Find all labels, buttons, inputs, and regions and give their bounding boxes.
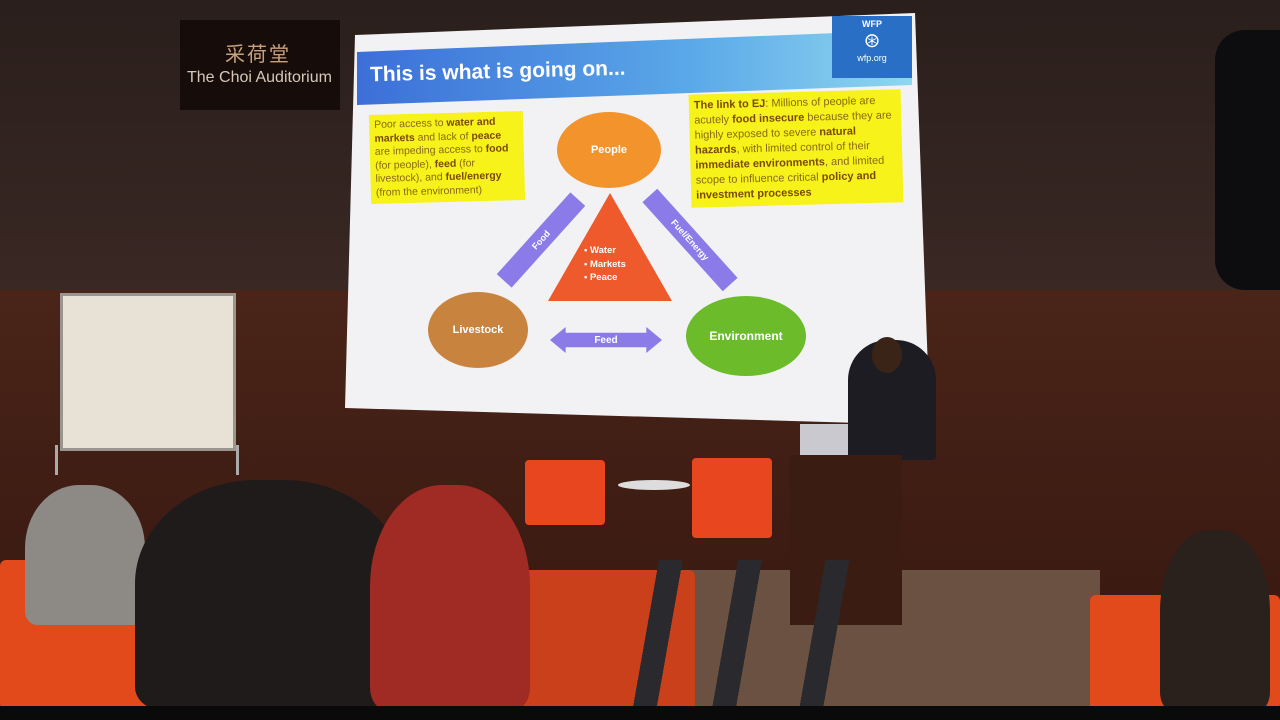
node-environment: Environment xyxy=(686,296,806,376)
stage-chair xyxy=(692,458,772,538)
text-segment: food xyxy=(485,142,509,155)
laptop xyxy=(800,424,852,458)
wfp-logo: WFP ⊛ wfp.org xyxy=(832,16,912,78)
triangle-item: • Water xyxy=(584,245,617,256)
text-segment: , with limited control of their xyxy=(736,140,870,156)
node-livestock: Livestock xyxy=(428,292,528,368)
text-segment: and lack of xyxy=(414,129,472,144)
text-segment: feed xyxy=(434,157,457,170)
text-segment: (from the environment) xyxy=(375,183,483,199)
wfp-url: wfp.org xyxy=(857,53,887,63)
seat-backs xyxy=(540,560,910,710)
audience-member xyxy=(1160,530,1270,710)
side-table xyxy=(618,480,690,490)
text-segment: fuel/energy xyxy=(445,169,502,184)
triangle-item: • Markets xyxy=(584,258,626,270)
audience-member xyxy=(370,485,530,710)
node-people: People xyxy=(557,112,661,188)
venue-sign xyxy=(180,20,340,110)
whiteboard xyxy=(60,293,236,451)
speaker-head xyxy=(872,337,902,373)
whiteboard-stand xyxy=(55,445,239,475)
wreath-icon: ⊛ xyxy=(863,30,881,52)
left-text-box: Poor access to water and markets and lac… xyxy=(368,110,526,205)
audience-member xyxy=(135,480,405,710)
wfp-label: WFP xyxy=(862,19,882,29)
stage-chair xyxy=(525,460,605,525)
text-segment: (for people), xyxy=(375,157,435,172)
triangle-item: • Peace xyxy=(584,272,618,283)
text-segment: food insecure xyxy=(731,111,805,126)
letterbox-bar xyxy=(0,706,1280,720)
venue-sign-chinese: 采荷堂 xyxy=(225,42,291,66)
text-segment: immediate environments xyxy=(695,156,826,172)
triangle-items: • Water • Markets • Peace xyxy=(584,244,626,285)
text-segment: The link to EJ xyxy=(693,97,766,112)
audience-member xyxy=(25,485,145,625)
venue-sign-english: The Choi Auditorium xyxy=(187,69,332,86)
video-camera xyxy=(1215,30,1280,290)
right-text-box: The link to EJ: Millions of people are a… xyxy=(688,89,904,208)
text-segment: are impeding access to xyxy=(374,142,486,158)
text-segment: peace xyxy=(471,129,502,142)
text-segment: Poor access to xyxy=(373,117,447,131)
